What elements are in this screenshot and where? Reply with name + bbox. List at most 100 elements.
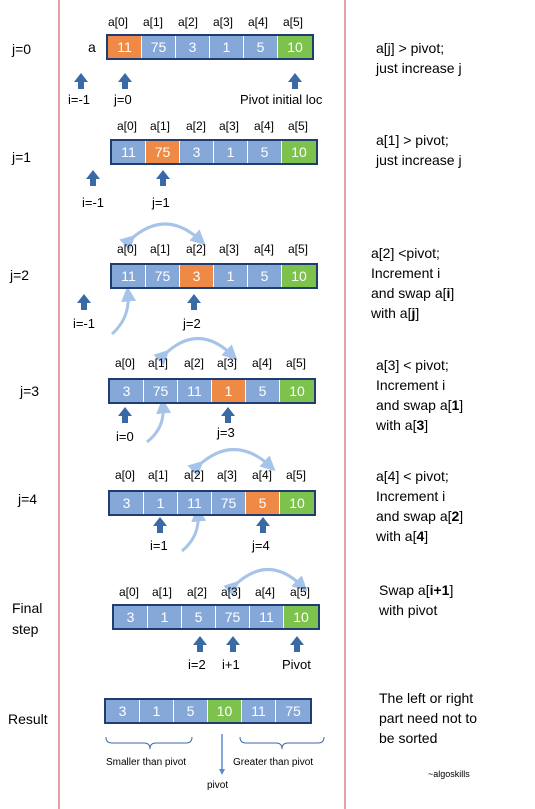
up-arrow-icon	[290, 636, 304, 652]
array-cell: 3	[180, 141, 214, 163]
array-cell: 11	[108, 36, 142, 58]
step-label-j0: j=0	[12, 41, 32, 57]
index-label: a[3]	[219, 242, 240, 256]
index-label: a[3]	[213, 15, 234, 29]
array-cell: 11	[178, 380, 212, 402]
swap-arrow-icon	[223, 568, 308, 597]
index-label: a[4]	[248, 15, 269, 29]
up-arrow-icon	[153, 517, 167, 533]
array-cell: 5	[246, 492, 280, 514]
array-cell: 11	[112, 265, 146, 287]
array-row-j4: 3 1 11 75 5 10	[108, 490, 316, 516]
up-arrow-icon	[226, 636, 240, 652]
greater-than-pivot-label: Greater than pivot	[233, 757, 314, 768]
pointer-label-pivot: Pivot initial loc	[240, 92, 323, 107]
array-cell: 75	[212, 492, 246, 514]
up-arrow-icon	[74, 73, 88, 89]
array-cell-pivot: 10	[278, 36, 312, 58]
index-label: a[3]	[217, 356, 238, 370]
step-description: a[j] > pivot; just increase j	[376, 40, 462, 76]
index-label: a[1]	[152, 585, 173, 599]
index-label: a[1]	[143, 15, 164, 29]
index-label: a[4]	[255, 585, 276, 599]
result-braces	[105, 736, 325, 750]
array-row-j1: 11 75 3 1 5 10	[110, 139, 318, 165]
array-cell: 75	[146, 141, 180, 163]
credit-label: ~algoskills	[428, 769, 470, 779]
up-arrow-icon	[77, 294, 91, 310]
swap-arc-arrows	[110, 222, 308, 597]
greater-brace	[239, 736, 325, 750]
array-cell: 3	[106, 700, 140, 722]
left-margin-line	[58, 0, 60, 809]
step-label-j4: j=4	[18, 491, 38, 507]
up-arrow-icon	[187, 294, 201, 310]
pointer-label-i: i=1	[150, 538, 168, 553]
step-description: The left or right part need not to be so…	[379, 690, 478, 746]
index-label: a[4]	[254, 242, 275, 256]
array-cell-pivot: 10	[280, 492, 314, 514]
up-arrow-icon	[288, 73, 302, 89]
array-cell: 3	[180, 265, 214, 287]
pointer-label-i-plus-1: i+1	[222, 657, 240, 672]
index-label: a[2]	[178, 15, 199, 29]
increment-arrow-icon	[110, 286, 137, 336]
pointer-label-i: i=0	[116, 429, 134, 444]
index-label: a[3]	[219, 119, 240, 133]
array-cell: 1	[140, 700, 174, 722]
step-description: a[4] < pivot; Increment i and swap a[2] …	[376, 468, 464, 544]
array-cell: 1	[148, 606, 182, 628]
array-cell: 1	[212, 380, 246, 402]
array-cell: 75	[216, 606, 250, 628]
index-label: a[4]	[254, 119, 275, 133]
up-arrow-icon	[193, 636, 207, 652]
array-cell-pivot: 10	[282, 265, 316, 287]
array-cell: 75	[276, 700, 310, 722]
up-arrow-icon	[86, 170, 100, 186]
index-label: a[0]	[108, 15, 129, 29]
array-cell: 5	[182, 606, 216, 628]
array-cell: 11	[250, 606, 284, 628]
step-label-j2: j=2	[10, 267, 30, 283]
up-arrow-icon	[221, 407, 235, 423]
index-label: a[2]	[186, 119, 207, 133]
array-cell: 5	[246, 380, 280, 402]
up-arrow-icon	[256, 517, 270, 533]
step-description: a[1] > pivot; just increase j	[376, 132, 462, 168]
step-description: a[3] < pivot; Increment i and swap a[1] …	[376, 357, 464, 433]
array-cell: 1	[214, 265, 248, 287]
array-cell: 1	[210, 36, 244, 58]
pointer-label-pivot: Pivot	[282, 657, 311, 672]
smaller-than-pivot-label: Smaller than pivot	[106, 757, 187, 768]
array-cell: 11	[242, 700, 276, 722]
index-label: a[0]	[115, 356, 136, 370]
pointer-label-j: j=0	[114, 92, 132, 107]
array-row-j2: 11 75 3 1 5 10	[110, 263, 318, 289]
array-cell-pivot: 10	[208, 700, 242, 722]
array-row-j3: 3 75 11 1 5 10	[108, 378, 316, 404]
pointer-label-j: j=2	[183, 316, 201, 331]
index-label: a[0]	[119, 585, 140, 599]
index-label: a[2]	[187, 585, 208, 599]
array-cell: 11	[112, 141, 146, 163]
array-cell: 3	[176, 36, 210, 58]
index-label: a[2]	[184, 468, 205, 482]
array-cell-pivot: 10	[280, 380, 314, 402]
array-row-final: 3 1 5 75 11 10	[112, 604, 320, 630]
array-cell: 3	[114, 606, 148, 628]
index-label: a[3]	[221, 585, 242, 599]
index-label: a[4]	[252, 468, 273, 482]
array-cell: 1	[214, 141, 248, 163]
pointer-label-i: i=-1	[68, 92, 91, 107]
increment-arrow-icon	[146, 398, 172, 444]
index-label: a[1]	[150, 119, 171, 133]
index-label: a[0]	[117, 242, 138, 256]
step-label-j3: j=3	[20, 383, 40, 399]
index-label: a[1]	[150, 242, 171, 256]
step-label-result: Result	[8, 711, 48, 727]
index-label: a[0]	[117, 119, 138, 133]
up-arrow-icon	[118, 407, 132, 423]
array-cell: 75	[144, 380, 178, 402]
step-description: a[2] <pivot; Increment i and swap a[i] w…	[371, 245, 455, 321]
